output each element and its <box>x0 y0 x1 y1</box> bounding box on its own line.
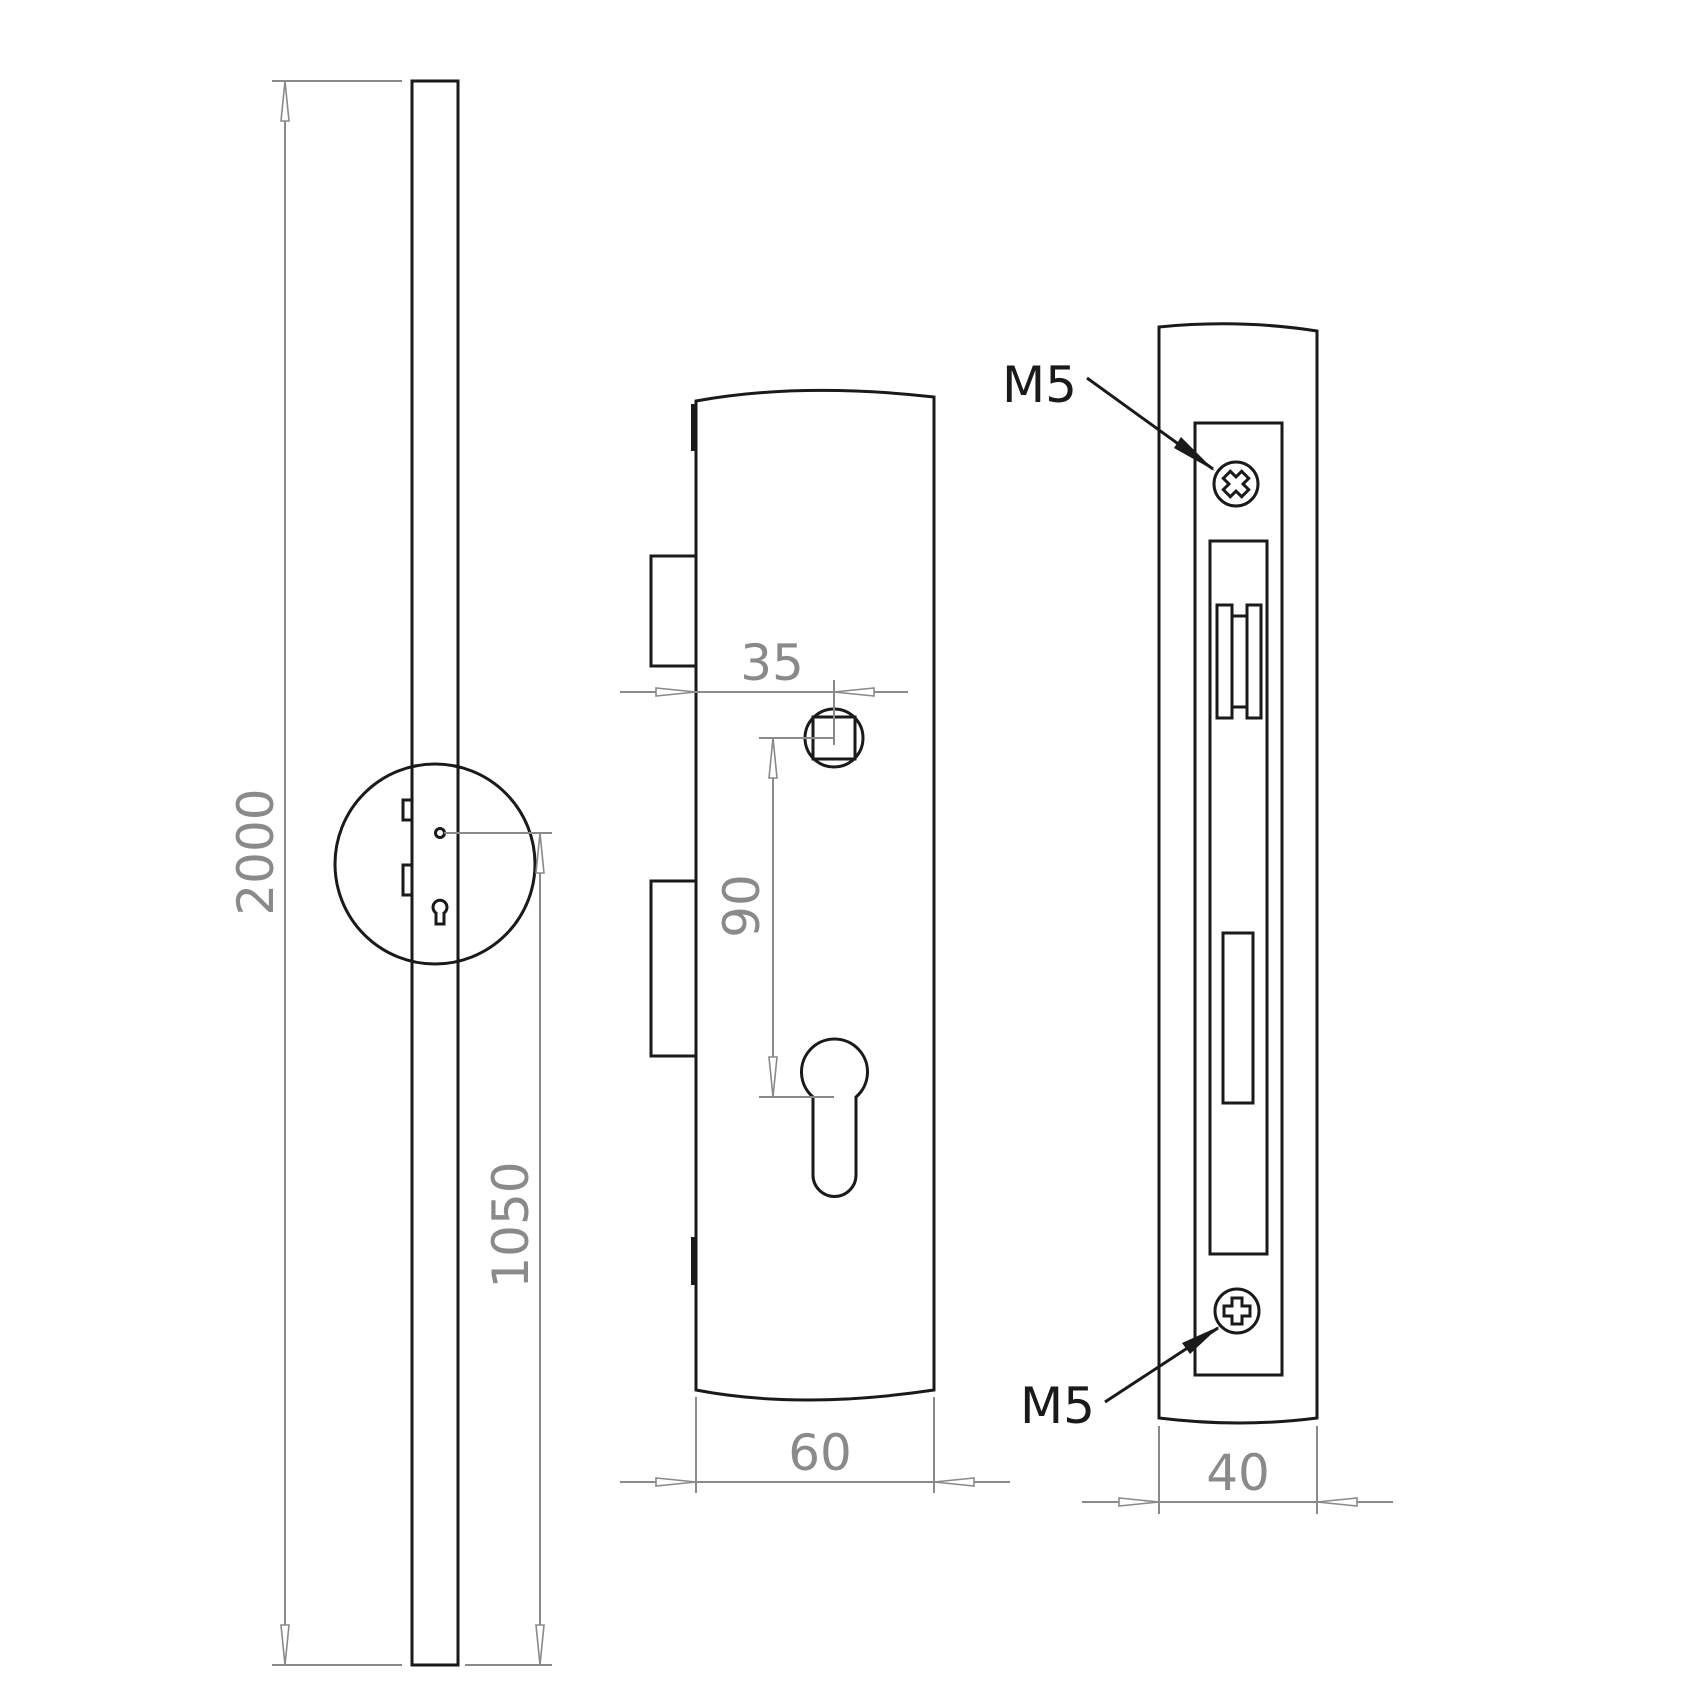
lock-front-view <box>649 388 936 1402</box>
edge-tab-bottom <box>691 1237 697 1285</box>
top-screw-callout: M5 <box>1002 356 1215 471</box>
screw-head-bottom <box>1213 1287 1261 1335</box>
arrow-90-top <box>768 737 778 779</box>
deadbolt-opening <box>1221 931 1255 1105</box>
leader-arrow-top <box>1174 437 1215 471</box>
arrow-1050-top <box>535 832 545 874</box>
keyhole-small <box>431 898 449 926</box>
bottom-screw-label: M5 <box>1020 1377 1095 1435</box>
forend-view <box>1157 322 1319 1425</box>
faceplate-outline <box>694 388 936 1402</box>
forend-inner-plate <box>1193 421 1284 1377</box>
overall-height-dimension: 2000 <box>227 80 402 1666</box>
latch-stub-upper <box>401 798 414 822</box>
leader-arrow-bottom <box>1182 1326 1220 1354</box>
edge-tab-top <box>691 404 697 451</box>
arrow-60-right <box>933 1477 975 1487</box>
top-screw-label: M5 <box>1002 356 1077 414</box>
lock-detail-circle <box>333 762 537 966</box>
forend-outline <box>1157 322 1319 1425</box>
faceplate-width-dimension: 60 <box>620 1397 1010 1493</box>
arrow-35-right <box>833 687 875 697</box>
door-profile-bar <box>410 79 460 1667</box>
arrow-35-left <box>655 687 697 697</box>
spindle-to-cylinder-dimension: 90 <box>713 737 834 1098</box>
backset-label: 35 <box>740 634 804 692</box>
latch-bolt <box>649 554 698 668</box>
arrow-40-right <box>1316 1497 1358 1507</box>
dead-bolt <box>649 879 698 1058</box>
overall-height-label: 2000 <box>227 788 285 915</box>
spindle-to-cylinder-label: 90 <box>713 874 771 938</box>
door-profile-view <box>333 79 537 1667</box>
arrow-60-left <box>655 1477 697 1487</box>
spindle-hole-small <box>434 827 446 839</box>
handle-height-dimension: 1050 <box>444 832 552 1666</box>
latch-opening <box>1208 539 1269 1256</box>
phillips-cross-bottom-icon <box>1222 1296 1252 1326</box>
euro-cylinder-hole <box>800 1037 869 1198</box>
arrow-2000-bottom <box>280 1624 290 1666</box>
bottom-screw-callout: M5 <box>1020 1326 1220 1435</box>
arrow-90-bottom <box>768 1056 778 1098</box>
handle-height-label: 1050 <box>482 1161 540 1288</box>
forend-width-dimension: 40 <box>1082 1426 1393 1514</box>
latch-stub-lower <box>401 863 414 897</box>
arrow-40-left <box>1118 1497 1160 1507</box>
arrow-2000-top <box>280 80 290 122</box>
arrow-1050-bottom <box>535 1624 545 1666</box>
latch-guide <box>1215 603 1263 720</box>
forend-width-label: 40 <box>1206 1444 1270 1502</box>
phillips-cross-top-icon <box>1221 469 1251 499</box>
backset-dimension: 35 <box>620 634 908 745</box>
screw-head-top <box>1212 460 1260 508</box>
faceplate-width-label: 60 <box>788 1424 852 1482</box>
